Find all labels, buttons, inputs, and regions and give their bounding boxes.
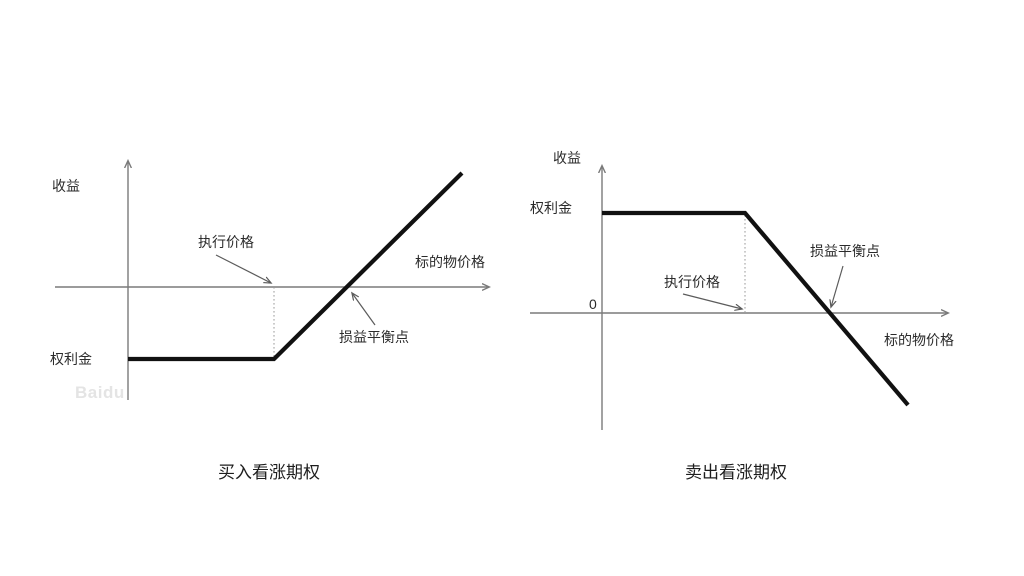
annotation-breakeven-short-call: 损益平衡点: [810, 243, 880, 307]
premium-label-long-call: 权利金: [50, 351, 92, 367]
payoff-line-long-call: [128, 171, 464, 362]
strike-annotation-label-long-call: 执行价格: [198, 234, 254, 250]
caption-short-call: 卖出看涨期权: [685, 463, 787, 482]
premium-label-short-call: 权利金: [530, 200, 572, 216]
x-axis-label-long-call: 标的物价格: [415, 254, 485, 270]
x-axis-label-short-call: 标的物价格: [884, 332, 954, 348]
annotation-strike-long-call: 执行价格: [198, 234, 271, 283]
breakeven-annotation-arrow-short-call: [831, 265, 844, 307]
breakeven-annotation-label-short-call: 损益平衡点: [810, 243, 880, 259]
y-axis-label-short-call: 收益: [553, 150, 581, 166]
caption-long-call: 买入看涨期权: [218, 463, 320, 482]
breakeven-annotation-arrow-long-call: [352, 293, 376, 326]
annotation-strike-short-call: 执行价格: [664, 274, 742, 309]
annotation-breakeven-long-call: 损益平衡点: [339, 293, 409, 345]
chart-long-call: Baidu 收益 标的物价格 权利金 执行价格 损益平衡点: [50, 161, 489, 482]
watermark-label: Baidu: [75, 383, 125, 402]
strike-annotation-arrow-short-call: [682, 293, 742, 309]
payoff-line-short-call: [602, 210, 910, 407]
chart-short-call: 收益 标的物价格 权利金 0 执行价格 损益平衡点 卖出看涨期权: [530, 150, 954, 482]
strike-annotation-label-short-call: 执行价格: [664, 274, 720, 290]
y-axis-label-long-call: 收益: [52, 178, 80, 194]
zero-label-short-call: 0: [589, 296, 597, 312]
strike-annotation-arrow-long-call: [215, 254, 271, 283]
watermark: Baidu: [75, 383, 125, 402]
breakeven-annotation-label-long-call: 损益平衡点: [339, 329, 409, 345]
